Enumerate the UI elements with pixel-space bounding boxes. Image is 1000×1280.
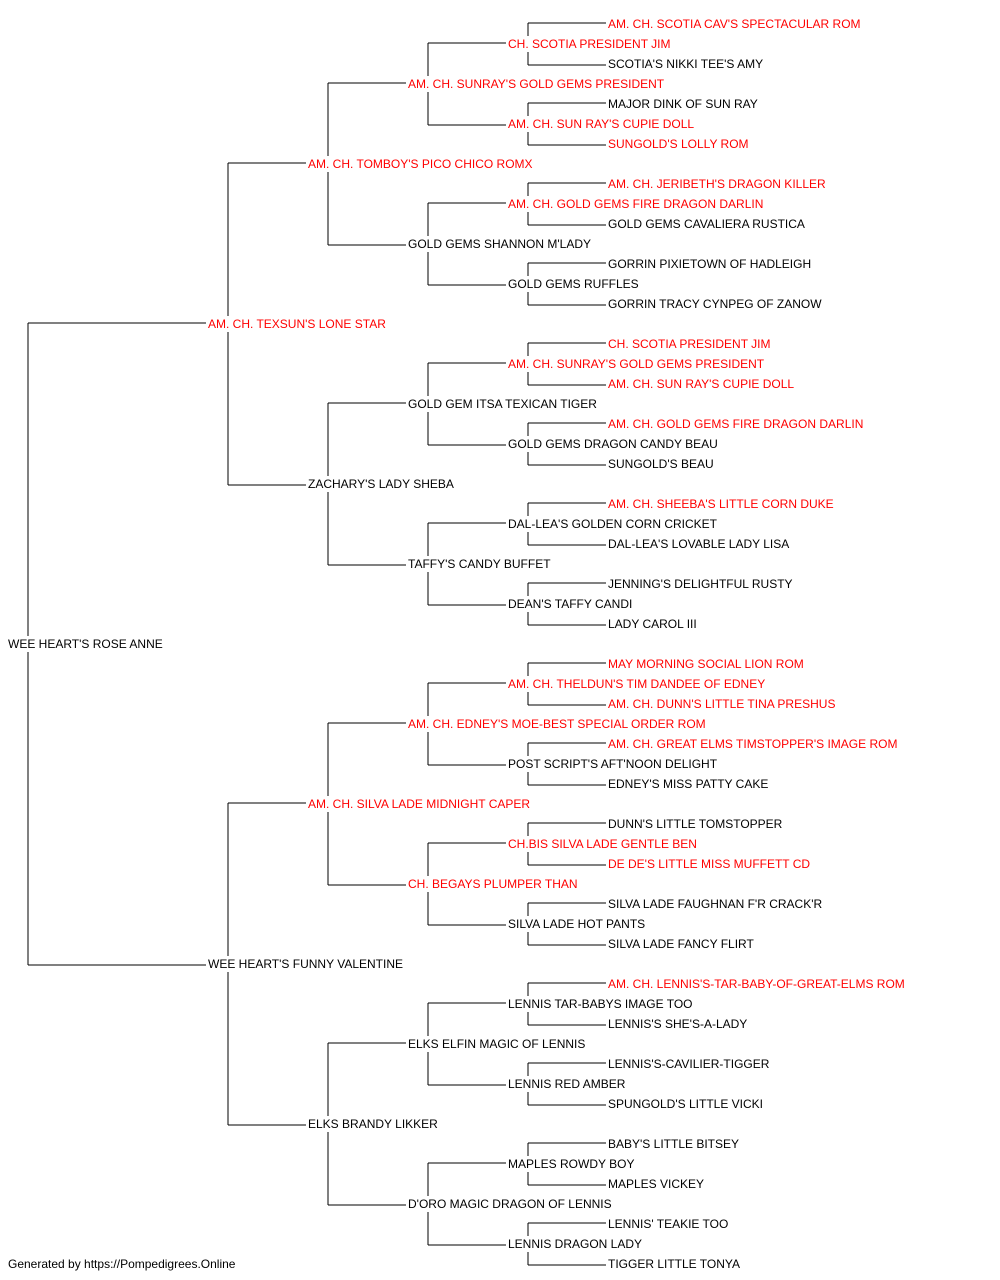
ancestor-gen6-name: CH. SCOTIA PRESIDENT JIM	[608, 337, 771, 351]
ancestor-gen6-name: MAPLES VICKEY	[608, 1177, 705, 1191]
ancestor-gen4-name: GOLD GEM ITSA TEXICAN TIGER	[408, 397, 597, 411]
ancestor-gen3-name: AM. CH. SILVA LADE MIDNIGHT CAPER	[308, 797, 531, 811]
ancestor-gen6-name: SUNGOLD'S LOLLY ROM	[608, 137, 749, 151]
ancestor-gen6-name: AM. CH. GREAT ELMS TIMSTOPPER'S IMAGE RO…	[608, 737, 898, 751]
ancestor-gen6-name: DE DE'S LITTLE MISS MUFFETT CD	[608, 857, 811, 871]
ancestor-gen6-name: GOLD GEMS CAVALIERA RUSTICA	[608, 217, 805, 231]
ancestor-gen6-name: MAJOR DINK OF SUN RAY	[608, 97, 758, 111]
footer-credit: Generated by https://Pompedigrees.Online	[8, 1257, 236, 1271]
ancestor-gen4-name: AM. CH. SUNRAY'S GOLD GEMS PRESIDENT	[408, 77, 665, 91]
ancestor-gen6-name: LENNIS'S-CAVILIER-TIGGER	[608, 1057, 770, 1071]
ancestor-gen6-name: MAY MORNING SOCIAL LION ROM	[608, 657, 804, 671]
ancestor-gen5-name: AM. CH. SUNRAY'S GOLD GEMS PRESIDENT	[508, 357, 765, 371]
ancestor-gen6-name: AM. CH. LENNIS'S-TAR-BABY-OF-GREAT-ELMS …	[608, 977, 905, 991]
ancestor-gen6-name: AM. CH. DUNN'S LITTLE TINA PRESHUS	[608, 697, 836, 711]
ancestor-gen5-name: GOLD GEMS DRAGON CANDY BEAU	[508, 437, 718, 451]
ancestor-gen3-name: AM. CH. TOMBOY'S PICO CHICO ROMX	[308, 157, 533, 171]
ancestor-gen5-name: AM. CH. GOLD GEMS FIRE DRAGON DARLIN	[508, 197, 764, 211]
ancestor-gen6-name: SILVA LADE FAUGHNAN F'R CRACK'R	[608, 897, 823, 911]
ancestor-gen5-name: CH. SCOTIA PRESIDENT JIM	[508, 37, 671, 51]
ancestor-gen6-name: JENNING'S DELIGHTFUL RUSTY	[608, 577, 793, 591]
ancestor-gen5-name: LENNIS DRAGON LADY	[508, 1237, 643, 1251]
sire-name: AM. CH. TEXSUN'S LONE STAR	[208, 317, 386, 331]
ancestor-gen5-name: MAPLES ROWDY BOY	[508, 1157, 635, 1171]
ancestor-gen6-name: SILVA LADE FANCY FLIRT	[608, 937, 754, 951]
ancestor-gen6-name: SCOTIA'S NIKKI TEE'S AMY	[608, 57, 764, 71]
ancestor-gen4-name: ELKS ELFIN MAGIC OF LENNIS	[408, 1037, 586, 1051]
ancestor-gen5-name: AM. CH. THELDUN'S TIM DANDEE OF EDNEY	[508, 677, 766, 691]
ancestor-gen4-name: GOLD GEMS SHANNON M'LADY	[408, 237, 591, 251]
ancestor-gen6-name: GORRIN TRACY CYNPEG OF ZANOW	[608, 297, 822, 311]
ancestor-gen5-name: CH.BIS SILVA LADE GENTLE BEN	[508, 837, 697, 851]
ancestor-gen6-name: SPUNGOLD'S LITTLE VICKI	[608, 1097, 763, 1111]
ancestor-gen5-name: AM. CH. SUN RAY'S CUPIE DOLL	[508, 117, 695, 131]
ancestor-gen6-name: LADY CAROL III	[608, 617, 697, 631]
ancestor-gen3-name: ZACHARY'S LADY SHEBA	[308, 477, 454, 491]
ancestor-gen6-name: GORRIN PIXIETOWN OF HADLEIGH	[608, 257, 812, 271]
ancestor-gen5-name: DEAN'S TAFFY CANDI	[508, 597, 633, 611]
ancestor-gen4-name: TAFFY'S CANDY BUFFET	[408, 557, 551, 571]
ancestor-gen6-name: LENNIS'S SHE'S-A-LADY	[608, 1017, 748, 1031]
ancestor-gen3-name: ELKS BRANDY LIKKER	[308, 1117, 438, 1131]
ancestor-gen6-name: AM. CH. SUN RAY'S CUPIE DOLL	[608, 377, 795, 391]
ancestor-gen4-name: AM. CH. EDNEY'S MOE-BEST SPECIAL ORDER R…	[408, 717, 706, 731]
ancestor-gen6-name: DUNN'S LITTLE TOMSTOPPER	[608, 817, 783, 831]
dam-name: WEE HEART'S FUNNY VALENTINE	[208, 957, 403, 971]
ancestor-gen6-name: SUNGOLD'S BEAU	[608, 457, 714, 471]
ancestor-gen5-name: LENNIS RED AMBER	[508, 1077, 626, 1091]
ancestor-gen6-name: AM. CH. GOLD GEMS FIRE DRAGON DARLIN	[608, 417, 864, 431]
ancestor-gen6-name: DAL-LEA'S LOVABLE LADY LISA	[608, 537, 790, 551]
ancestor-gen5-name: DAL-LEA'S GOLDEN CORN CRICKET	[508, 517, 717, 531]
ancestor-gen5-name: SILVA LADE HOT PANTS	[508, 917, 646, 931]
ancestor-gen6-name: BABY'S LITTLE BITSEY	[608, 1137, 740, 1151]
ancestor-gen6-name: AM. CH. SCOTIA CAV'S SPECTACULAR ROM	[608, 17, 861, 31]
ancestor-gen6-name: AM. CH. SHEEBA'S LITTLE CORN DUKE	[608, 497, 834, 511]
ancestor-gen5-name: GOLD GEMS RUFFLES	[508, 277, 639, 291]
ancestor-gen6-name: AM. CH. JERIBETH'S DRAGON KILLER	[608, 177, 826, 191]
ancestor-gen4-name: CH. BEGAYS PLUMPER THAN	[408, 877, 578, 891]
ancestor-gen6-name: EDNEY'S MISS PATTY CAKE	[608, 777, 769, 791]
ancestor-gen6-name: TIGGER LITTLE TONYA	[608, 1257, 741, 1271]
subject-name: WEE HEART'S ROSE ANNE	[8, 637, 163, 651]
ancestor-gen4-name: D'ORO MAGIC DRAGON OF LENNIS	[408, 1197, 612, 1211]
ancestor-gen5-name: LENNIS TAR-BABYS IMAGE TOO	[508, 997, 693, 1011]
ancestor-gen5-name: POST SCRIPT'S AFT'NOON DELIGHT	[508, 757, 718, 771]
ancestor-gen6-name: LENNIS' TEAKIE TOO	[608, 1217, 729, 1231]
